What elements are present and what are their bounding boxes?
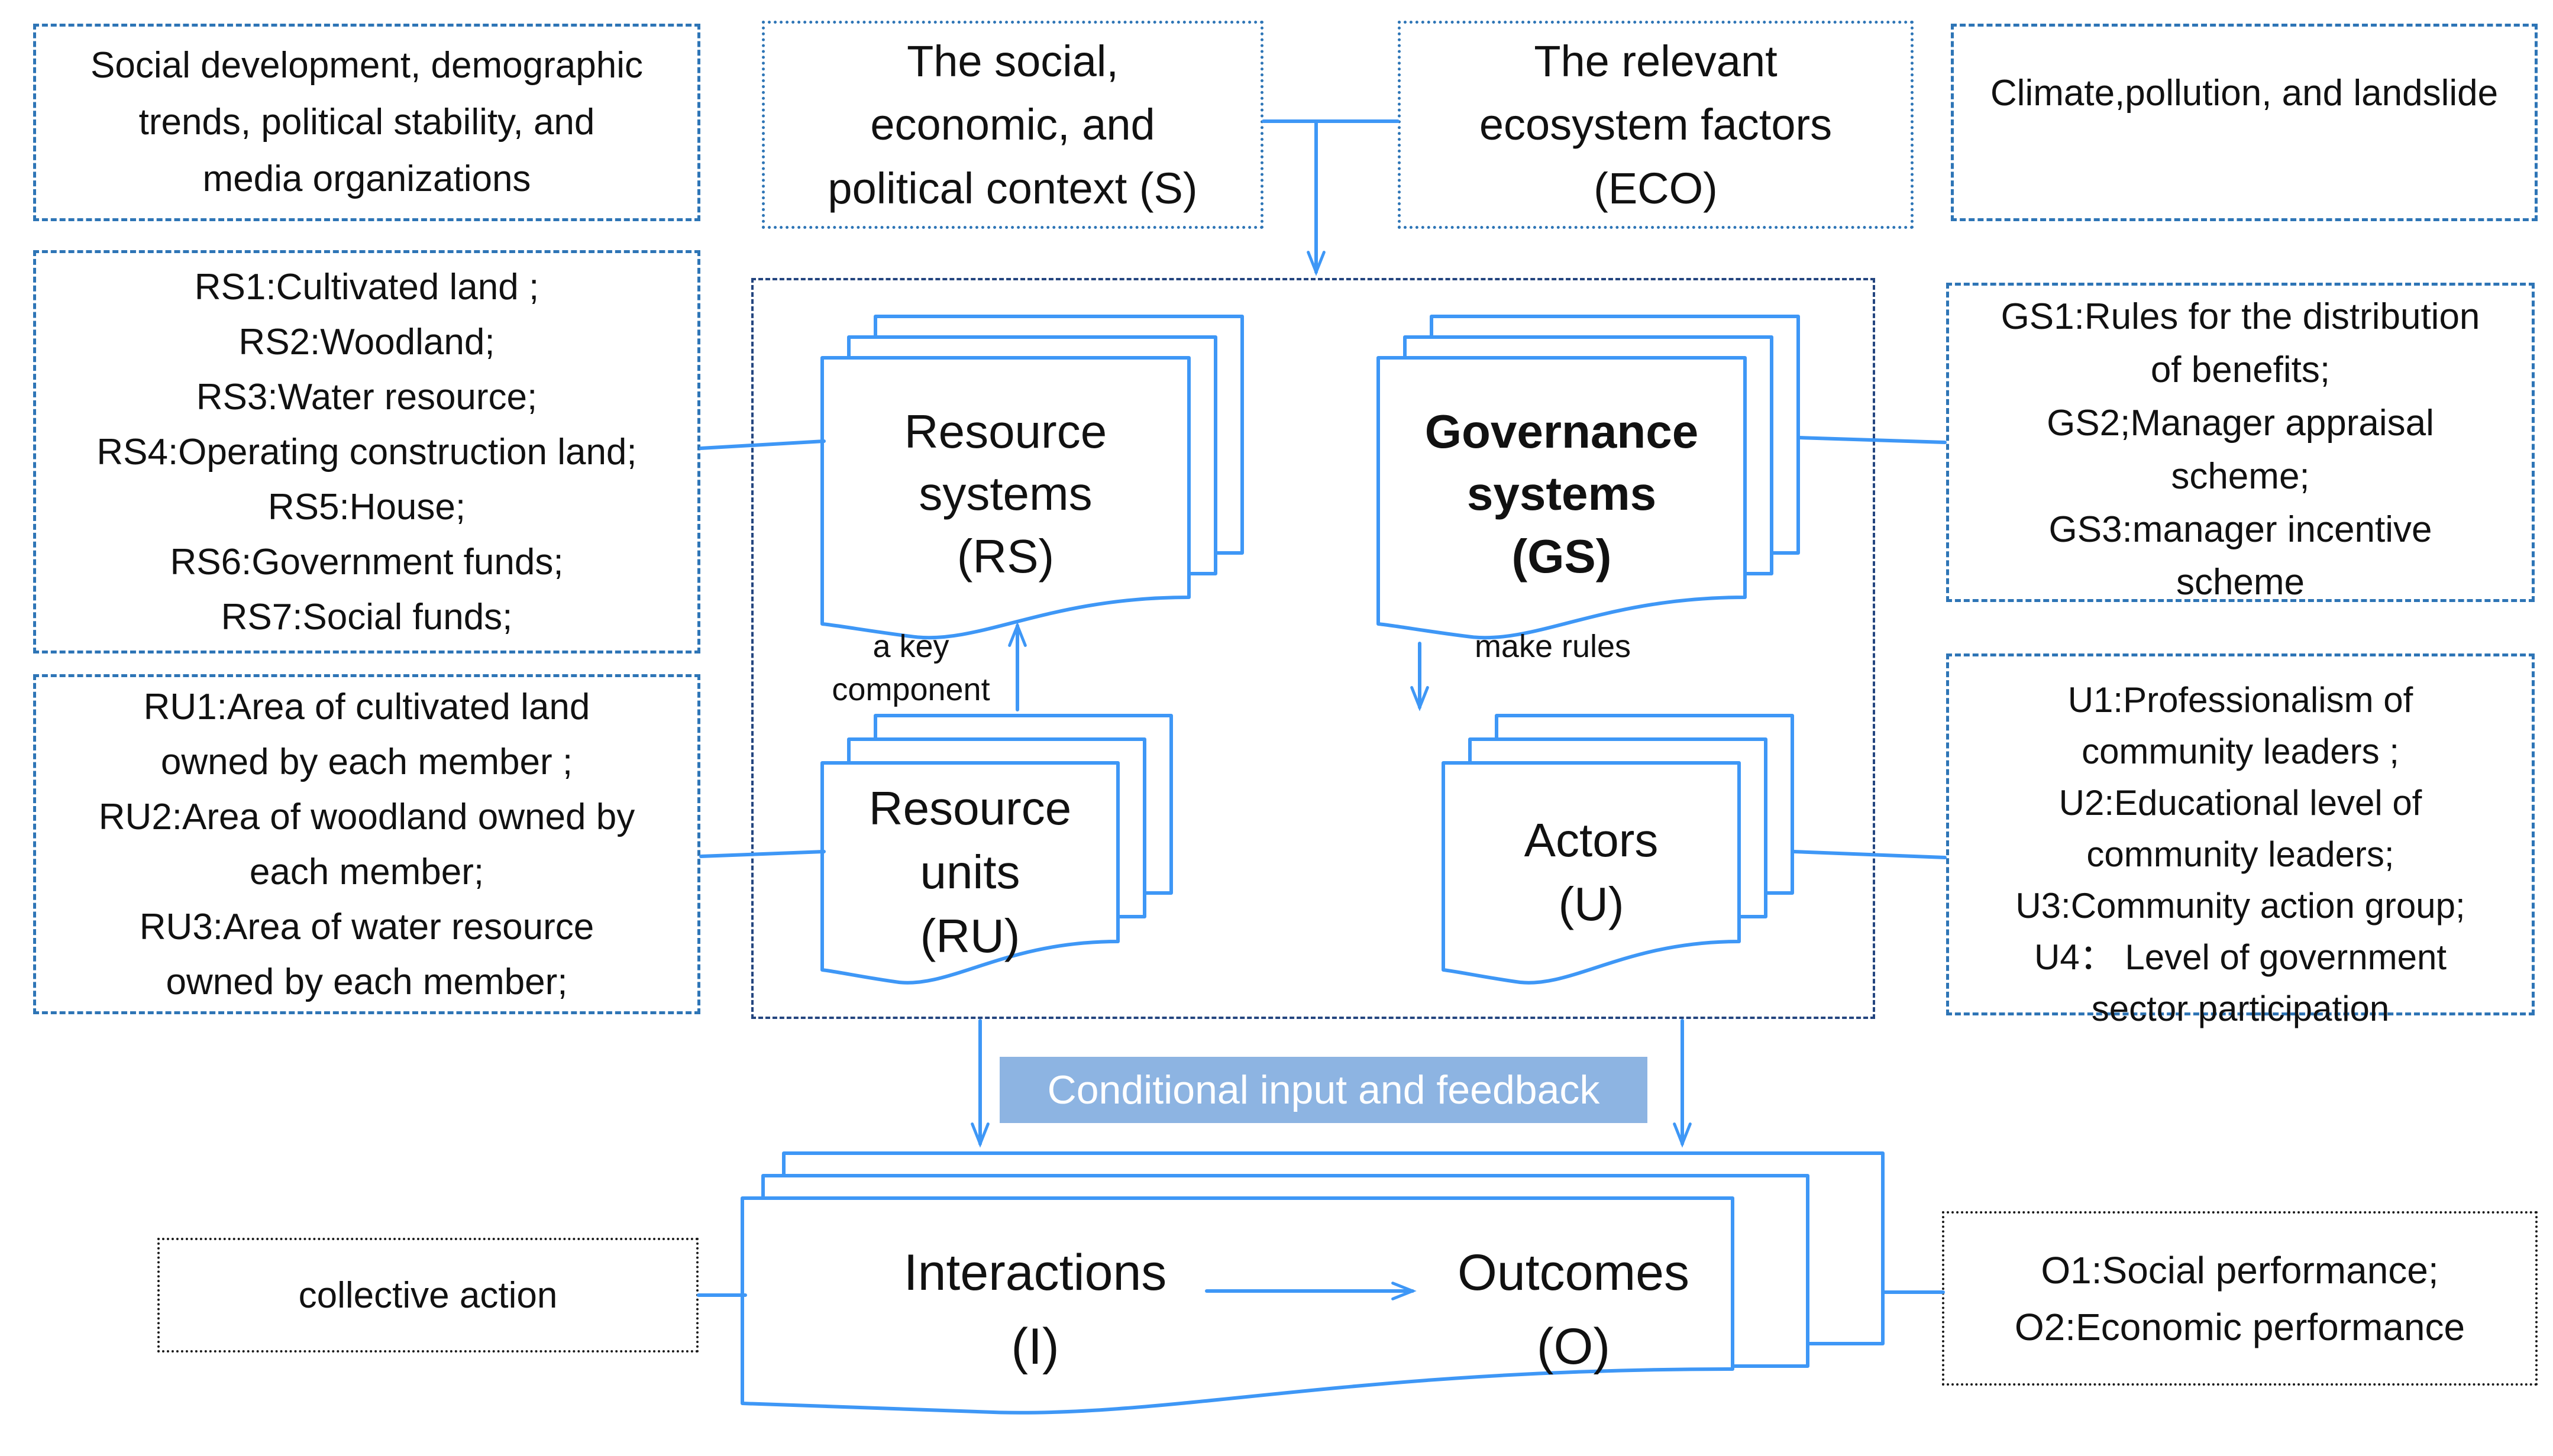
box-social-economic-political-context: The social, economic, and political cont…: [762, 21, 1263, 229]
stack-outcomes-label: Outcomes (O): [1458, 1244, 1689, 1375]
box-relevant-ecosystem-factors: The relevant ecosystem factors (ECO): [1398, 21, 1914, 229]
stack-actors-label: Actors (U): [1524, 814, 1659, 930]
stack-interactions-outcomes-pages: [741, 1151, 1885, 1415]
stack-resource-units-label: Resource units (RU): [868, 782, 1072, 962]
stack-interactions-label: Interactions (I): [903, 1244, 1167, 1375]
box-social-context: Social development, demographic trends, …: [33, 24, 700, 221]
box-ru-variables: RU1:Area of cultivated land owned by eac…: [33, 674, 700, 1014]
stack-resource-systems-pages: [820, 315, 1244, 640]
stack-actors-pages: [1442, 714, 1794, 985]
stack-governance-systems-pages: [1376, 315, 1800, 640]
arrow-core-to-io-left: [971, 1019, 990, 1148]
label-conditional-input-feedback: Conditional input and feedback: [1000, 1057, 1647, 1123]
box-u-variables: U1:Professionalism of community leaders …: [1946, 653, 2535, 1028]
stack-resource-systems-label: Resource systems (RS): [904, 405, 1107, 583]
box-rs-variables: RS1:Cultivated land ; RS2:Woodland; RS3:…: [33, 250, 700, 653]
stack-resource-units-pages: [820, 714, 1173, 985]
box-climate-pollution-landslide: Climate,pollution, and landslide: [1951, 24, 2538, 221]
stack-governance-systems-label: Governance systems (GS): [1424, 405, 1699, 583]
core-system-boundary: [751, 278, 1875, 1019]
label-make-rules: make rules: [1474, 629, 1631, 664]
box-collective-action: collective action: [157, 1238, 699, 1353]
arrow-context-to-core: [1307, 119, 1326, 276]
label-a-key-component: a key component: [832, 629, 990, 707]
box-o-variables: O1:Social performance; O2:Economic perfo…: [1942, 1211, 2538, 1386]
arrow-core-to-io-right: [1673, 1019, 1692, 1148]
box-gs-variables: GS1:Rules for the distribution of benefi…: [1946, 283, 2535, 603]
